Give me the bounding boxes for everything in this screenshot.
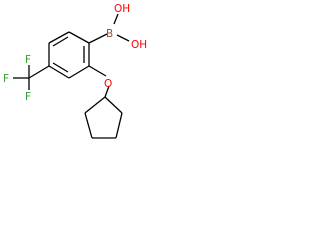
bond-boron-oh-right xyxy=(116,34,130,42)
ring-double-bond-c4-c5 xyxy=(52,62,69,73)
cyclopentyloxy-group: O xyxy=(84,65,123,139)
fluorine-top-label: F xyxy=(25,54,31,66)
ether-oxygen-label: O xyxy=(104,78,112,90)
benzene-ring xyxy=(48,31,90,79)
bond-ring-boron xyxy=(88,33,108,44)
cyclopentane-bond-4 xyxy=(115,112,123,139)
ring-bond-c1-c2 xyxy=(68,31,90,44)
ring-bond-c2-c3 xyxy=(48,31,70,44)
ring-bond-c5-c6 xyxy=(68,65,90,79)
cyclopentane-bond-5 xyxy=(104,96,123,114)
ring-bond-c4-c5 xyxy=(48,65,70,79)
boron-atom-label: B xyxy=(106,28,113,40)
chemical-structure: B OH OH F F F O xyxy=(3,3,147,139)
bond-ring-cf3 xyxy=(28,65,50,79)
trifluoromethyl-group: F F F xyxy=(3,54,50,103)
fluorine-bottom-label: F xyxy=(25,91,31,103)
hydroxyl-right-label: OH xyxy=(131,39,147,51)
bond-oxygen-cyclopentyl xyxy=(104,85,110,98)
cyclopentane-bond-1 xyxy=(84,96,106,114)
boronic-acid-group: B OH OH xyxy=(88,3,147,51)
cyclopentane-bond-2 xyxy=(84,112,93,139)
bond-ring-ether-oxygen xyxy=(88,65,107,77)
bond-boron-oh-upper xyxy=(113,13,119,25)
hydroxyl-upper-label: OH xyxy=(114,3,130,15)
ring-double-bond-c2-c3 xyxy=(52,36,69,47)
cyclopentane-ring xyxy=(84,96,123,139)
fluorine-left-label: F xyxy=(3,73,9,85)
